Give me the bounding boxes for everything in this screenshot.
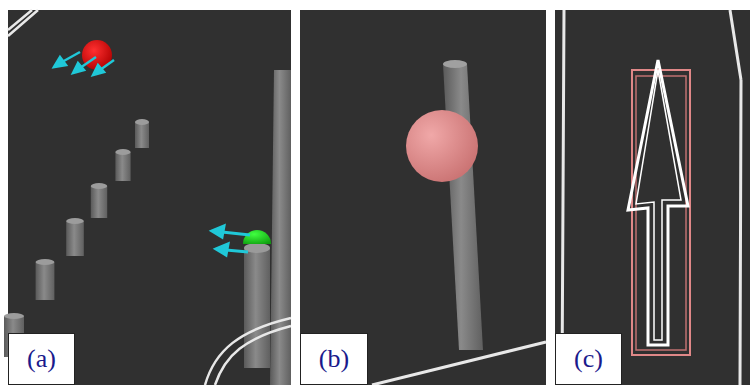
panel-a-scene [4,10,291,385]
bollard-top [66,218,84,224]
bollard-top [4,313,24,319]
panel-b-scene [372,60,546,385]
bollard-top [115,149,130,155]
panel-label: (b) [319,346,349,372]
panel-label-box: (a) [8,333,75,385]
bollard-cylinder [135,122,149,148]
panel-label: (c) [574,346,603,372]
bollard-top [36,259,55,265]
bollard-top [135,119,149,125]
panel-ground [555,10,750,385]
bollard-cylinder [66,221,84,256]
panel-ground [300,10,546,385]
bollard-cylinder [91,186,107,218]
bollard-cylinder [115,152,130,181]
panel-label-box: (b) [300,333,368,385]
panel-label-box: (c) [555,333,622,385]
panel-ground [8,10,291,385]
bollard-top [91,183,107,189]
panel-c-scene [562,10,741,385]
bollard-cylinder [36,262,55,300]
panel-label: (a) [27,346,56,372]
